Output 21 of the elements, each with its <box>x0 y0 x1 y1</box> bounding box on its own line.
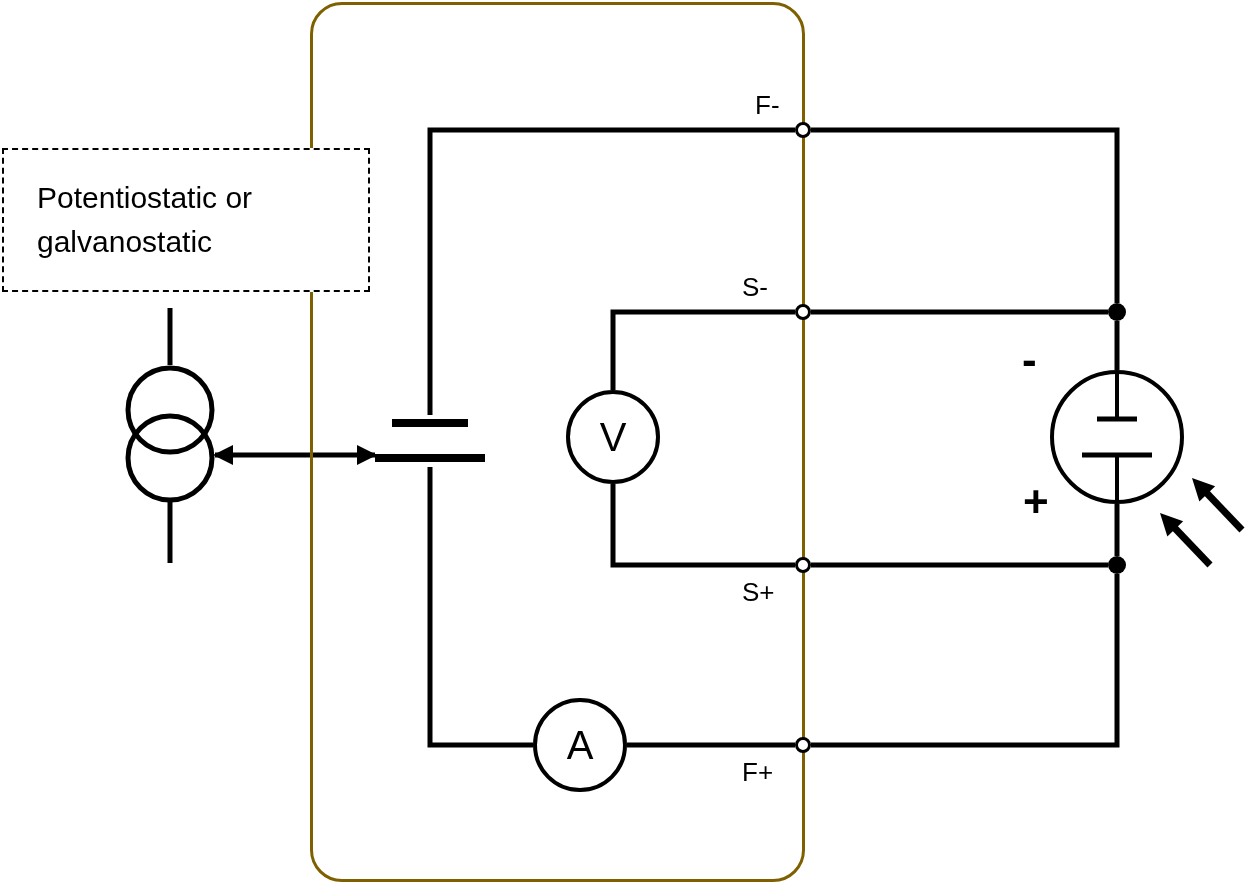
note-box: Potentiostatic or galvanostatic <box>2 148 370 292</box>
wire <box>610 484 795 568</box>
wire <box>811 309 1108 315</box>
wire <box>1114 321 1120 370</box>
terminal-label: S+ <box>742 579 775 605</box>
terminal-label: F+ <box>742 759 774 785</box>
polarity-sign: - <box>1022 338 1037 382</box>
wire <box>427 127 795 415</box>
wire <box>811 574 1120 748</box>
wire <box>1114 504 1120 556</box>
double-arrow <box>213 445 377 465</box>
wire <box>627 742 795 748</box>
wire <box>427 467 533 748</box>
voltmeter-symbol: V <box>566 390 660 484</box>
ammeter-symbol: A <box>533 698 627 792</box>
terminal-label: S- <box>742 274 768 300</box>
wire <box>610 309 795 390</box>
wire <box>811 562 1108 568</box>
polarity-sign: + <box>1023 480 1049 524</box>
terminal-label: F- <box>755 92 780 118</box>
wire <box>811 127 1120 303</box>
